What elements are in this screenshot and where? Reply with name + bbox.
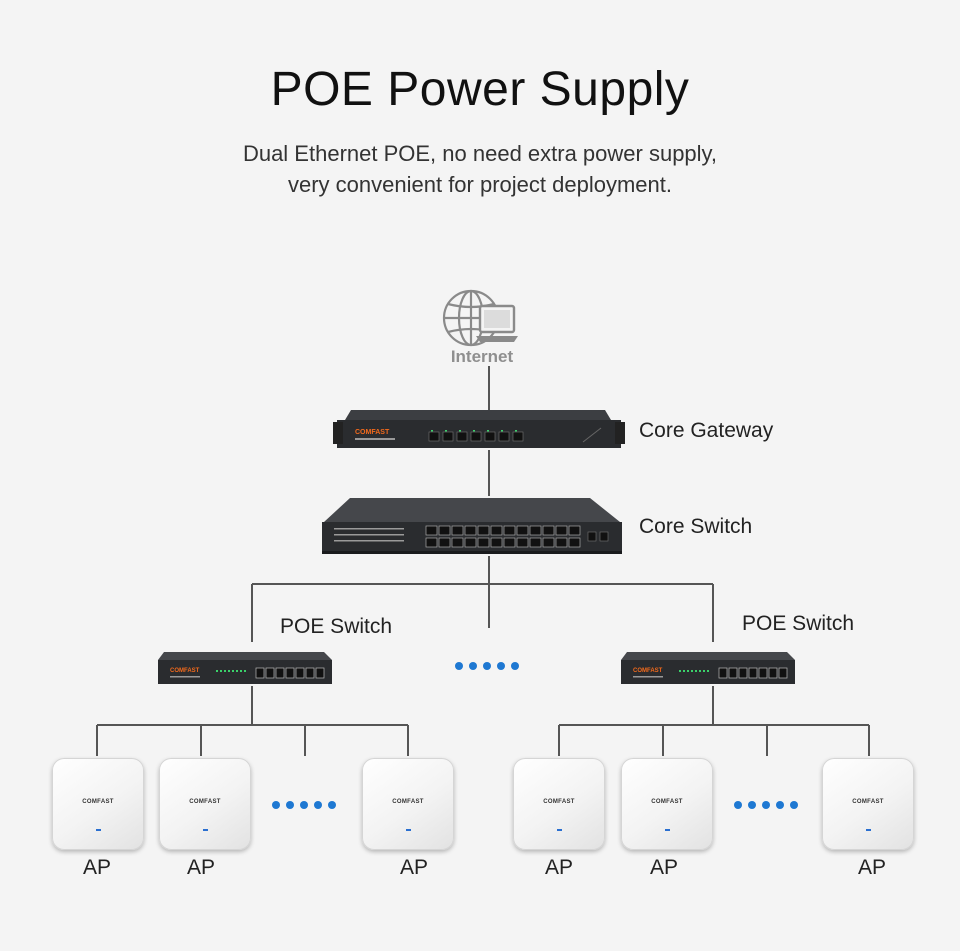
page-title: POE Power Supply	[270, 63, 690, 116]
ap-led-icon	[665, 829, 670, 831]
ap-label-4: AP	[544, 856, 573, 879]
internet-label: Internet	[451, 347, 514, 366]
core-switch-device	[322, 498, 622, 554]
ap-led-icon	[203, 829, 208, 831]
subtitle-line-1: Dual Ethernet POE, no need extra power s…	[242, 141, 718, 166]
gateway-brand: COMFAST	[355, 429, 390, 436]
ap-brand: COMFAST	[852, 799, 884, 805]
poe-switch-right-brand: COMFAST	[633, 668, 663, 674]
ap-led-icon	[866, 829, 871, 831]
access-point-5: COMFAST	[621, 758, 713, 850]
ap-brand: COMFAST	[189, 799, 221, 805]
core-gateway-device: COMFAST	[333, 410, 625, 448]
ap-brand: COMFAST	[543, 799, 575, 805]
access-point-1: COMFAST	[52, 758, 144, 850]
page-subtitle: Dual Ethernet POE, no need extra power s…	[0, 138, 960, 200]
access-point-2: COMFAST	[159, 758, 251, 850]
poe-switch-right-label: POE Switch	[742, 612, 855, 635]
ap-led-icon	[406, 829, 411, 831]
ap-label-5: AP	[649, 856, 678, 879]
access-point-3: COMFAST	[362, 758, 454, 850]
ap-ellipsis-dots-left	[272, 801, 336, 809]
ap-label-3: AP	[399, 856, 428, 879]
ap-label-1: AP	[82, 856, 111, 879]
poe-switch-left-label: POE Switch	[280, 615, 393, 638]
poe-switch-left-device: COMFAST	[158, 652, 332, 684]
switch-ellipsis-dots	[455, 662, 519, 670]
poe-switch-right-device: COMFAST	[621, 652, 795, 684]
poe-switch-left-brand: COMFAST	[170, 668, 200, 674]
ap-label-2: AP	[186, 856, 215, 879]
core-switch-label: Core Switch	[639, 515, 753, 538]
access-point-4: COMFAST	[513, 758, 605, 850]
ap-brand: COMFAST	[651, 799, 683, 805]
ap-brand: COMFAST	[392, 799, 424, 805]
core-gateway-label: Core Gateway	[639, 419, 774, 442]
ap-label-6: AP	[857, 856, 886, 879]
ap-led-icon	[557, 829, 562, 831]
access-point-6: COMFAST	[822, 758, 914, 850]
ap-led-icon	[96, 829, 101, 831]
internet-icon: Internet	[442, 289, 518, 366]
ap-ellipsis-dots-right	[734, 801, 798, 809]
ap-brand: COMFAST	[82, 799, 114, 805]
subtitle-line-2: very convenient for project deployment.	[288, 172, 672, 197]
